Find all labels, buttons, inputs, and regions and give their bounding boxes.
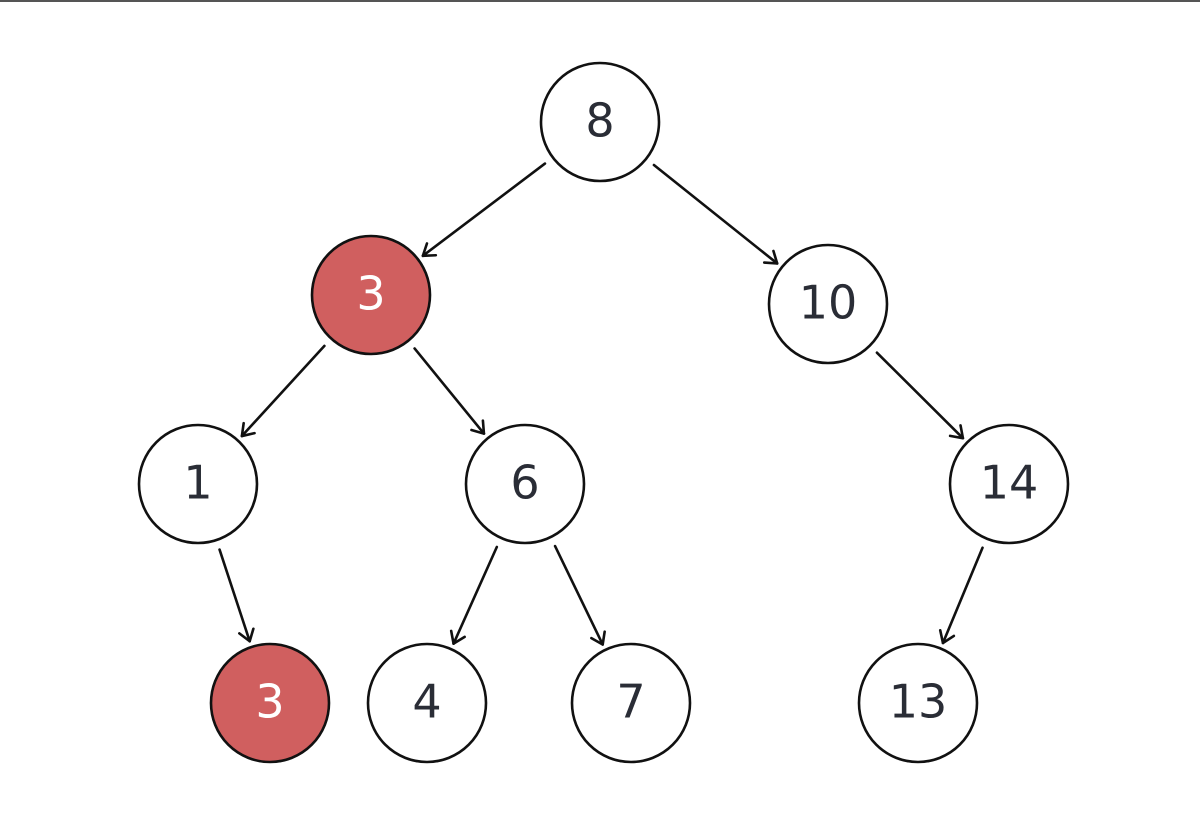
node-circle [464, 423, 586, 545]
arrowhead [240, 421, 256, 438]
node-circle [366, 642, 488, 764]
node-circle [857, 642, 979, 764]
node-label: 8 [585, 94, 614, 148]
node-label: 3 [356, 267, 385, 321]
tree-node: 6 [464, 423, 586, 545]
edge-n3a-n6 [413, 347, 486, 435]
node-label: 13 [889, 675, 948, 729]
tree-node: 1 [137, 423, 259, 545]
arrowhead [948, 424, 965, 440]
tree-node: 10 [767, 243, 889, 365]
edge-n6-n4 [449, 545, 499, 645]
arrowhead [590, 630, 606, 646]
node-circle [137, 423, 259, 545]
node-label: 10 [799, 276, 858, 330]
arrowhead [449, 629, 466, 645]
tree-node: 7 [570, 642, 692, 764]
node-label: 4 [412, 675, 441, 729]
top-border [0, 0, 1200, 2]
node-circle [570, 642, 692, 764]
tree-node-highlighted: 3 [310, 234, 432, 356]
edge-n8-n3a [421, 162, 547, 258]
tree-node: 13 [857, 642, 979, 764]
edge-n10-n14 [875, 351, 965, 440]
node-circle [767, 243, 889, 365]
node-label: 7 [616, 675, 645, 729]
nodes-layer: 8 3 10 1 6 14 3 4 7 13 [137, 61, 1070, 764]
node-label: 3 [255, 675, 284, 729]
edge-n3a-n1 [240, 344, 326, 438]
node-label: 6 [510, 456, 539, 510]
edge-n14-n13 [938, 546, 984, 645]
arrowhead [762, 249, 779, 265]
node-circle [209, 642, 331, 764]
edge-n1-n3b [218, 548, 255, 643]
arrowhead [421, 242, 438, 258]
tree-node: 4 [366, 642, 488, 764]
edge-n8-n10 [652, 163, 779, 265]
node-circle [310, 234, 432, 356]
node-circle [948, 423, 1070, 545]
tree-node: 14 [948, 423, 1070, 545]
tree-node-highlighted: 3 [209, 642, 331, 764]
edges-layer [218, 162, 984, 646]
edge-n6-n7 [553, 544, 606, 646]
arrowhead [470, 419, 486, 435]
tree-node: 8 [539, 61, 661, 183]
node-circle [539, 61, 661, 183]
arrowhead [938, 628, 956, 645]
node-label: 14 [980, 456, 1039, 510]
node-label: 1 [183, 456, 212, 510]
arrowhead [238, 627, 255, 643]
